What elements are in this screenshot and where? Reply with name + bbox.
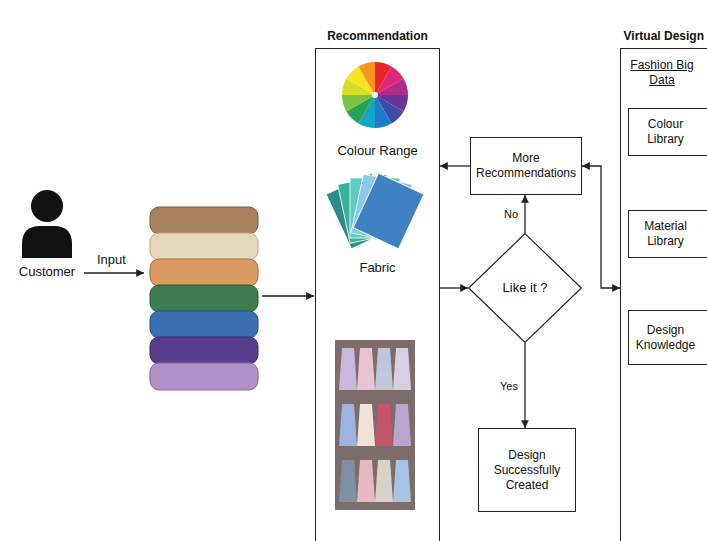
yarn-cone bbox=[393, 348, 411, 390]
process-box: Design Successfully Created bbox=[478, 428, 576, 512]
yarn-cone bbox=[339, 348, 357, 390]
yarn-cone bbox=[375, 404, 393, 446]
edge-label: No bbox=[502, 207, 520, 221]
decision-label: Like it ? bbox=[503, 280, 548, 296]
edge-label: Yes bbox=[498, 379, 520, 393]
panel-title: Virtual Design bbox=[600, 28, 707, 44]
item-label: Fashion Big Data bbox=[620, 58, 707, 88]
process-box: Design Knowledge bbox=[628, 310, 707, 365]
diamond-shape bbox=[469, 234, 582, 343]
wheel-sector bbox=[359, 62, 376, 95]
panel-box: RecommendationColour RangeFabric bbox=[315, 28, 440, 541]
yarn-photo-ground bbox=[335, 340, 415, 510]
box-label: More Recommendations bbox=[476, 151, 576, 181]
panel-title: Recommendation bbox=[315, 28, 440, 44]
process-box: More Recommendations bbox=[470, 137, 582, 195]
yarn-cone bbox=[357, 404, 375, 446]
towel bbox=[150, 207, 258, 234]
icon-label: Customer bbox=[7, 264, 87, 280]
flow-arrow bbox=[262, 295, 314, 296]
wheel-sector bbox=[375, 79, 408, 96]
yarn-cone bbox=[339, 404, 357, 446]
fabric-swatch bbox=[353, 173, 424, 249]
towel bbox=[150, 285, 258, 312]
yarn-cones bbox=[335, 340, 415, 510]
flow-connector bbox=[440, 287, 468, 288]
towel bbox=[150, 311, 258, 338]
yarn-cone bbox=[339, 460, 357, 502]
item-label: Fabric bbox=[315, 260, 440, 276]
arrow-label: Input bbox=[97, 252, 137, 268]
colour-wheel bbox=[342, 62, 408, 128]
towel bbox=[150, 337, 258, 364]
towel bbox=[150, 259, 258, 286]
person-head bbox=[31, 190, 63, 222]
wheel-sector bbox=[342, 95, 375, 112]
fabric-swatches bbox=[326, 173, 424, 249]
box-label: Material Library bbox=[633, 219, 698, 249]
yarn-cone bbox=[393, 404, 411, 446]
process-box: Material Library bbox=[628, 210, 707, 258]
box-label: Design Knowledge bbox=[633, 323, 698, 353]
flow-connector bbox=[582, 166, 620, 288]
flow-connector bbox=[524, 343, 525, 428]
yarn-cone bbox=[375, 348, 393, 390]
process-box: Colour Library bbox=[628, 108, 707, 156]
towel bbox=[150, 233, 258, 260]
yarn-cone bbox=[393, 460, 411, 502]
wheel-center bbox=[372, 92, 378, 98]
flow-connector bbox=[524, 195, 525, 233]
yarn-cone bbox=[357, 460, 375, 502]
panel-frame bbox=[315, 48, 440, 541]
decision-diamond: Like it ? bbox=[468, 233, 582, 343]
yarn-cone bbox=[357, 348, 375, 390]
flow-connector bbox=[440, 165, 470, 166]
panel-box: Virtual DesignFashion Big DataColour Lib… bbox=[620, 28, 707, 541]
towel-stack bbox=[150, 207, 258, 390]
wheel-sector bbox=[375, 95, 392, 128]
person-body bbox=[22, 226, 72, 258]
towel bbox=[150, 363, 258, 390]
input-arrow bbox=[84, 272, 144, 273]
box-label: Colour Library bbox=[633, 117, 698, 147]
yarn-cone bbox=[375, 460, 393, 502]
item-label: Colour Range bbox=[315, 143, 440, 159]
box-label: Design Successfully Created bbox=[484, 448, 570, 493]
